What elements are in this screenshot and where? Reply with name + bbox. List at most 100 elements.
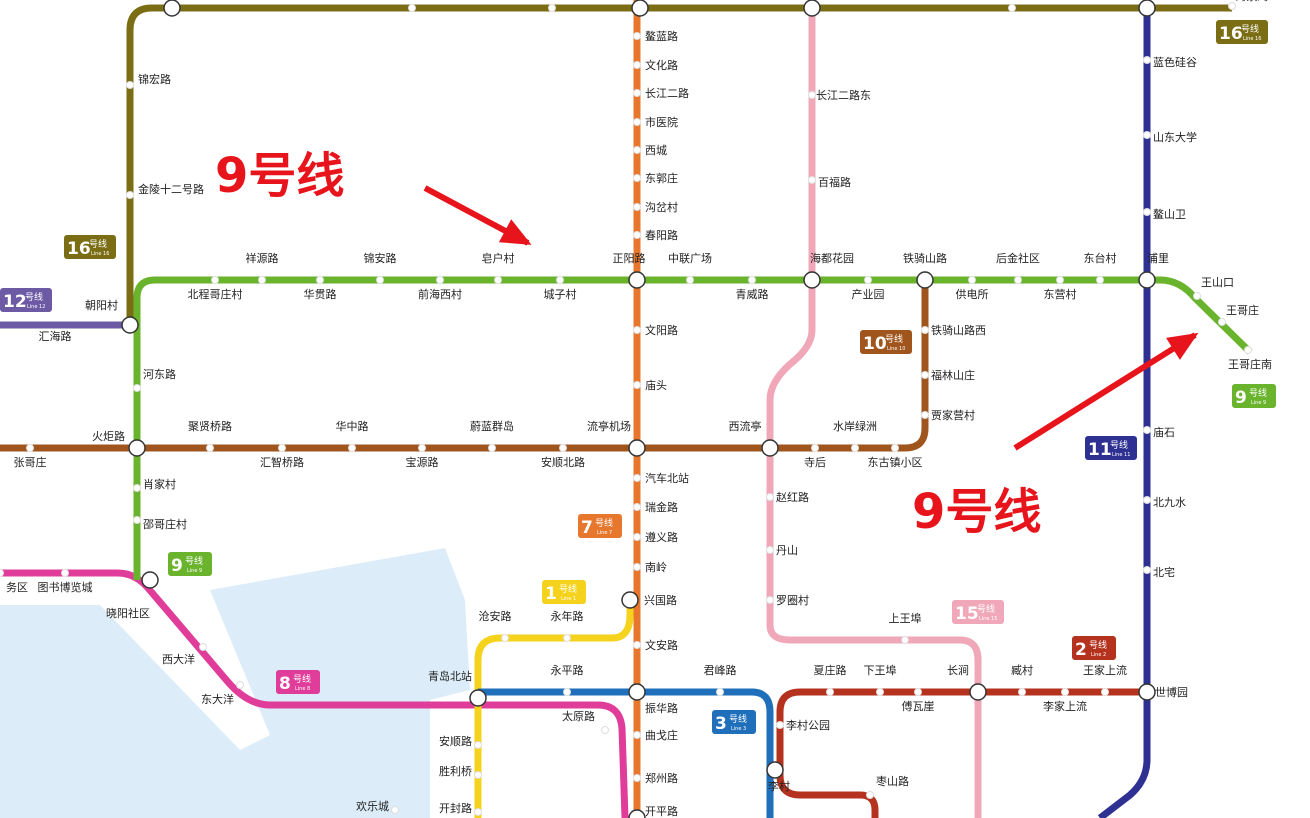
line-2-track[interactable]	[776, 688, 1147, 818]
station-label[interactable]: 文阳路	[645, 323, 678, 337]
station-marker[interactable]	[1143, 496, 1151, 504]
station-label[interactable]: 胜利桥	[439, 764, 472, 778]
station-label[interactable]: 王家上流	[1083, 663, 1127, 677]
station-label[interactable]: 邵哥庄村	[143, 517, 187, 531]
station-marker[interactable]	[548, 4, 556, 12]
station-label[interactable]: 欢乐城	[356, 799, 389, 813]
station-label[interactable]: 开平路	[645, 805, 678, 818]
station-label[interactable]: 北九水	[1153, 496, 1186, 509]
station-label[interactable]: 世博园	[1155, 686, 1188, 699]
station-label[interactable]: 北宅	[1153, 565, 1175, 579]
station-label[interactable]: 百福路	[818, 175, 851, 189]
station-marker[interactable]	[278, 444, 286, 452]
station-marker[interactable]	[1143, 56, 1151, 64]
station-marker[interactable]	[1014, 276, 1022, 284]
line-16-track[interactable]	[126, 4, 1232, 318]
station-marker[interactable]	[864, 276, 872, 284]
station-label[interactable]: 东郭庄	[645, 171, 678, 185]
station-marker[interactable]	[1143, 426, 1151, 434]
station-label[interactable]: 锦宏路	[138, 72, 171, 86]
station-marker[interactable]	[1228, 2, 1236, 10]
station-marker[interactable]	[488, 444, 496, 452]
station-label[interactable]: 下王埠	[864, 663, 897, 677]
station-label[interactable]: 河东路	[143, 368, 176, 381]
station-label[interactable]: 流亭机场	[587, 419, 631, 433]
station-label[interactable]: 汇智桥路	[260, 455, 304, 469]
station-marker[interactable]	[474, 808, 482, 816]
station-label[interactable]: 宝源路	[406, 455, 439, 469]
station-label[interactable]: 丽山国际	[860, 0, 904, 1]
station-marker[interactable]	[968, 276, 976, 284]
station-marker[interactable]	[633, 731, 641, 739]
station-label[interactable]: 东大洋	[201, 692, 234, 706]
station-marker[interactable]	[316, 276, 324, 284]
station-marker[interactable]	[633, 146, 641, 154]
station-marker[interactable]	[211, 276, 219, 284]
station-label[interactable]: 西流亭	[729, 419, 762, 433]
station-label[interactable]: 安顺路	[439, 734, 472, 748]
station-marker[interactable]	[206, 444, 214, 452]
station-marker[interactable]	[1096, 276, 1104, 284]
station-label[interactable]: 铁骑山路	[903, 252, 947, 265]
station-label[interactable]: 李家上流	[1043, 699, 1087, 713]
interchange-station-marker[interactable]	[628, 809, 646, 818]
station-label[interactable]: 傅瓦崖	[902, 699, 935, 713]
station-label[interactable]: 兴国路	[644, 594, 677, 607]
station-marker[interactable]	[1244, 346, 1252, 354]
station-label[interactable]: 长江二路东	[816, 89, 871, 102]
station-label[interactable]: 安顺北路	[541, 455, 585, 469]
station-label[interactable]: 鳌蓝路	[645, 29, 678, 43]
station-label[interactable]: 李村公园	[786, 718, 830, 732]
station-label[interactable]: 长江二路	[645, 87, 689, 100]
station-label[interactable]: 祥源路	[246, 251, 279, 265]
station-label[interactable]: 产业园	[852, 287, 885, 301]
station-marker[interactable]	[376, 276, 384, 284]
station-marker[interactable]	[133, 516, 141, 524]
station-marker[interactable]	[866, 791, 874, 799]
station-label[interactable]: 青威路	[736, 288, 769, 301]
station-marker[interactable]	[474, 771, 482, 779]
station-label[interactable]: 鳌山卫	[1153, 207, 1186, 221]
station-marker[interactable]	[851, 444, 859, 452]
station-label[interactable]: 肖家村	[143, 477, 176, 491]
interchange-station-marker[interactable]	[1138, 0, 1156, 17]
interchange-station-marker[interactable]	[628, 439, 646, 457]
station-label[interactable]: 务区	[6, 581, 28, 594]
interchange-station-marker[interactable]	[628, 271, 646, 289]
station-label[interactable]: 枣山路	[876, 775, 909, 788]
station-label[interactable]: 丹山	[776, 544, 798, 557]
station-label[interactable]: 开封路	[439, 801, 472, 815]
interchange-station-marker[interactable]	[761, 439, 779, 457]
station-marker[interactable]	[408, 4, 416, 12]
interchange-station-marker[interactable]	[141, 571, 159, 589]
station-label[interactable]: 西大洋	[162, 652, 195, 666]
station-label[interactable]: 南岭	[645, 560, 667, 574]
station-marker[interactable]	[1143, 131, 1151, 139]
station-marker[interactable]	[633, 474, 641, 482]
station-marker[interactable]	[633, 503, 641, 511]
line-10-track[interactable]	[0, 280, 929, 452]
station-label[interactable]: 火炬路	[92, 430, 125, 443]
station-label[interactable]: 寺后	[804, 456, 826, 469]
line-8-track[interactable]	[0, 569, 629, 818]
station-label[interactable]: 前海西村	[418, 287, 462, 301]
station-marker[interactable]	[474, 741, 482, 749]
station-label[interactable]: 太原路	[562, 710, 595, 723]
station-label[interactable]: 振华路	[645, 701, 678, 715]
station-label[interactable]: 罗圈村	[776, 593, 809, 607]
station-marker[interactable]	[1218, 318, 1226, 326]
station-label[interactable]: 华中路	[336, 419, 369, 433]
station-label[interactable]: 晓阳社区	[106, 606, 150, 620]
station-label[interactable]: 臧村	[1011, 663, 1033, 677]
station-marker[interactable]	[391, 806, 399, 814]
station-marker[interactable]	[1061, 688, 1069, 696]
station-marker[interactable]	[494, 276, 502, 284]
station-marker[interactable]	[808, 176, 816, 184]
station-label[interactable]: 东营村	[1044, 287, 1077, 301]
station-marker[interactable]	[766, 596, 774, 604]
station-label[interactable]: 海泉湾	[1236, 0, 1269, 3]
station-marker[interactable]	[436, 276, 444, 284]
